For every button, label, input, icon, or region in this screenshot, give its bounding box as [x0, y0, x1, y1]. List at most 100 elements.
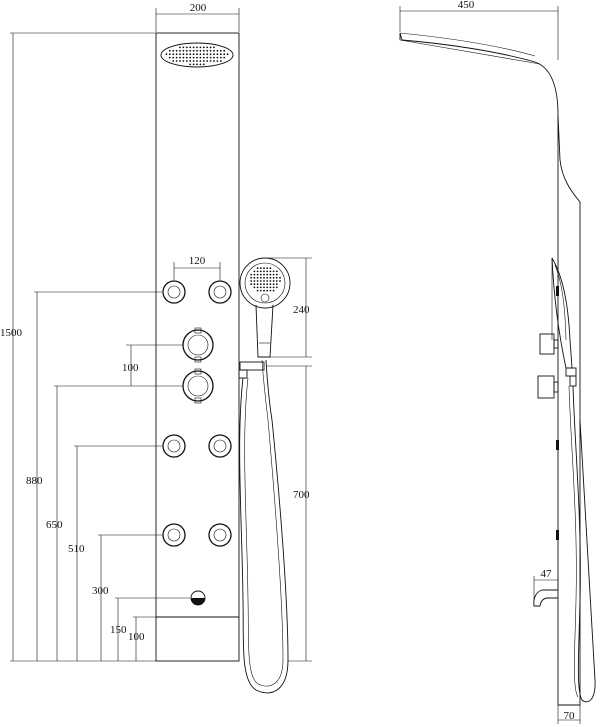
- nozzle-dot: [199, 63, 202, 66]
- nozzle-dot: [253, 286, 256, 289]
- nozzle-dot: [269, 267, 272, 270]
- nozzle-dot: [189, 49, 192, 52]
- nozzle-dot: [209, 53, 212, 56]
- nozzle-dot: [256, 267, 259, 270]
- shower-hose: [239, 359, 289, 694]
- nozzle-dot: [172, 60, 175, 62]
- nozzle-dot: [272, 280, 275, 282]
- diverter-knob: [182, 327, 214, 363]
- nozzle-dot: [209, 46, 212, 49]
- nozzle-dot: [182, 46, 185, 49]
- nozzle-dot: [199, 49, 202, 52]
- nozzle-dot: [250, 280, 253, 282]
- nozzle-dot: [192, 46, 195, 49]
- nozzle-dot: [253, 276, 256, 279]
- thermostatic-knob: [182, 368, 214, 404]
- nozzle-dot: [269, 273, 272, 276]
- nozzle-dot: [266, 273, 269, 276]
- nozzle-dot: [175, 53, 178, 56]
- nozzle-dot: [250, 283, 253, 286]
- nozzle-dot: [182, 60, 185, 62]
- nozzle-dot: [199, 53, 202, 56]
- nozzle-dot: [185, 53, 188, 56]
- nozzle-dot: [192, 63, 195, 66]
- nozzle-dot: [272, 270, 275, 273]
- nozzle-dot: [253, 280, 256, 282]
- nozzle-dot: [279, 276, 281, 279]
- body-jet: [208, 434, 232, 458]
- nozzle-dot: [259, 289, 262, 292]
- nozzle-dot: [256, 280, 259, 282]
- nozzle-dot: [196, 60, 198, 62]
- nozzle-dot: [263, 280, 265, 282]
- nozzle-dot: [266, 267, 269, 270]
- nozzle-dot: [213, 60, 215, 62]
- nozzle-dot: [206, 56, 209, 59]
- nozzle-dot: [172, 49, 175, 52]
- nozzle-dot: [266, 270, 269, 273]
- nozzle-dot: [269, 270, 272, 273]
- nozzle-dot: [202, 63, 205, 66]
- nozzle-dot: [223, 56, 226, 59]
- nozzle-dot: [253, 273, 256, 276]
- dim-jet-height-upper: 880: [26, 475, 43, 487]
- rain-shower-nozzles: [165, 46, 229, 66]
- nozzle-dot: [275, 286, 278, 289]
- nozzle-dot: [266, 286, 269, 289]
- nozzle-dot: [168, 53, 171, 56]
- nozzle-dot: [192, 60, 195, 62]
- nozzle-dot: [206, 46, 209, 49]
- nozzle-dot: [209, 56, 212, 59]
- body-jet: [162, 434, 186, 458]
- nozzle-dot: [219, 49, 222, 52]
- nozzle-dot: [206, 49, 209, 52]
- nozzle-dot: [189, 56, 192, 59]
- nozzle-dot: [272, 273, 275, 276]
- dim-hand-shower-height: 240: [293, 304, 310, 316]
- nozzle-dot: [223, 49, 226, 52]
- nozzle-dot: [219, 60, 222, 62]
- dim-spout-height: 150: [110, 624, 127, 636]
- nozzle-dot: [272, 286, 275, 289]
- nozzle-dot: [256, 286, 259, 289]
- nozzle-dot: [209, 60, 212, 62]
- nozzle-dot: [275, 270, 278, 273]
- dim-hose-length: 700: [293, 489, 310, 501]
- nozzle-dot: [250, 276, 253, 279]
- nozzle-dot: [199, 46, 202, 49]
- nozzle-dot: [263, 276, 265, 279]
- nozzle-dot: [199, 56, 202, 59]
- nozzle-dot: [275, 273, 278, 276]
- nozzle-dot: [175, 56, 178, 59]
- hand-shower: [239, 257, 291, 358]
- rain-shower-head: [160, 42, 234, 68]
- nozzle-dot: [213, 53, 215, 56]
- nozzle-dot: [263, 286, 265, 289]
- control-valves: [182, 327, 214, 404]
- nozzle-dot: [192, 49, 195, 52]
- nozzle-dot: [263, 270, 265, 273]
- nozzle-dot: [175, 60, 178, 62]
- side-panel-profile: [399, 32, 581, 706]
- nozzle-dot: [259, 273, 262, 276]
- nozzle-dot: [266, 280, 269, 282]
- nozzle-dot: [269, 276, 272, 279]
- nozzle-dot: [216, 53, 219, 56]
- nozzle-dot: [256, 283, 259, 286]
- side-hose-holder: [565, 367, 577, 387]
- side-dimensions: 450 47 70: [399, 0, 581, 724]
- nozzle-dot: [269, 283, 272, 286]
- nozzle-dot: [272, 283, 275, 286]
- nozzle-dot: [202, 49, 205, 52]
- nozzle-dot: [219, 56, 222, 59]
- nozzle-dot: [168, 49, 171, 52]
- dim-jet-height-middle: 650: [46, 519, 63, 531]
- nozzle-dot: [259, 267, 262, 270]
- nozzle-dot: [196, 56, 198, 59]
- nozzle-dot: [196, 53, 198, 56]
- dim-side-depth: 450: [458, 0, 475, 11]
- hose-holder: [238, 361, 265, 379]
- side-jet-markers: [556, 286, 559, 540]
- nozzle-dot: [185, 56, 188, 59]
